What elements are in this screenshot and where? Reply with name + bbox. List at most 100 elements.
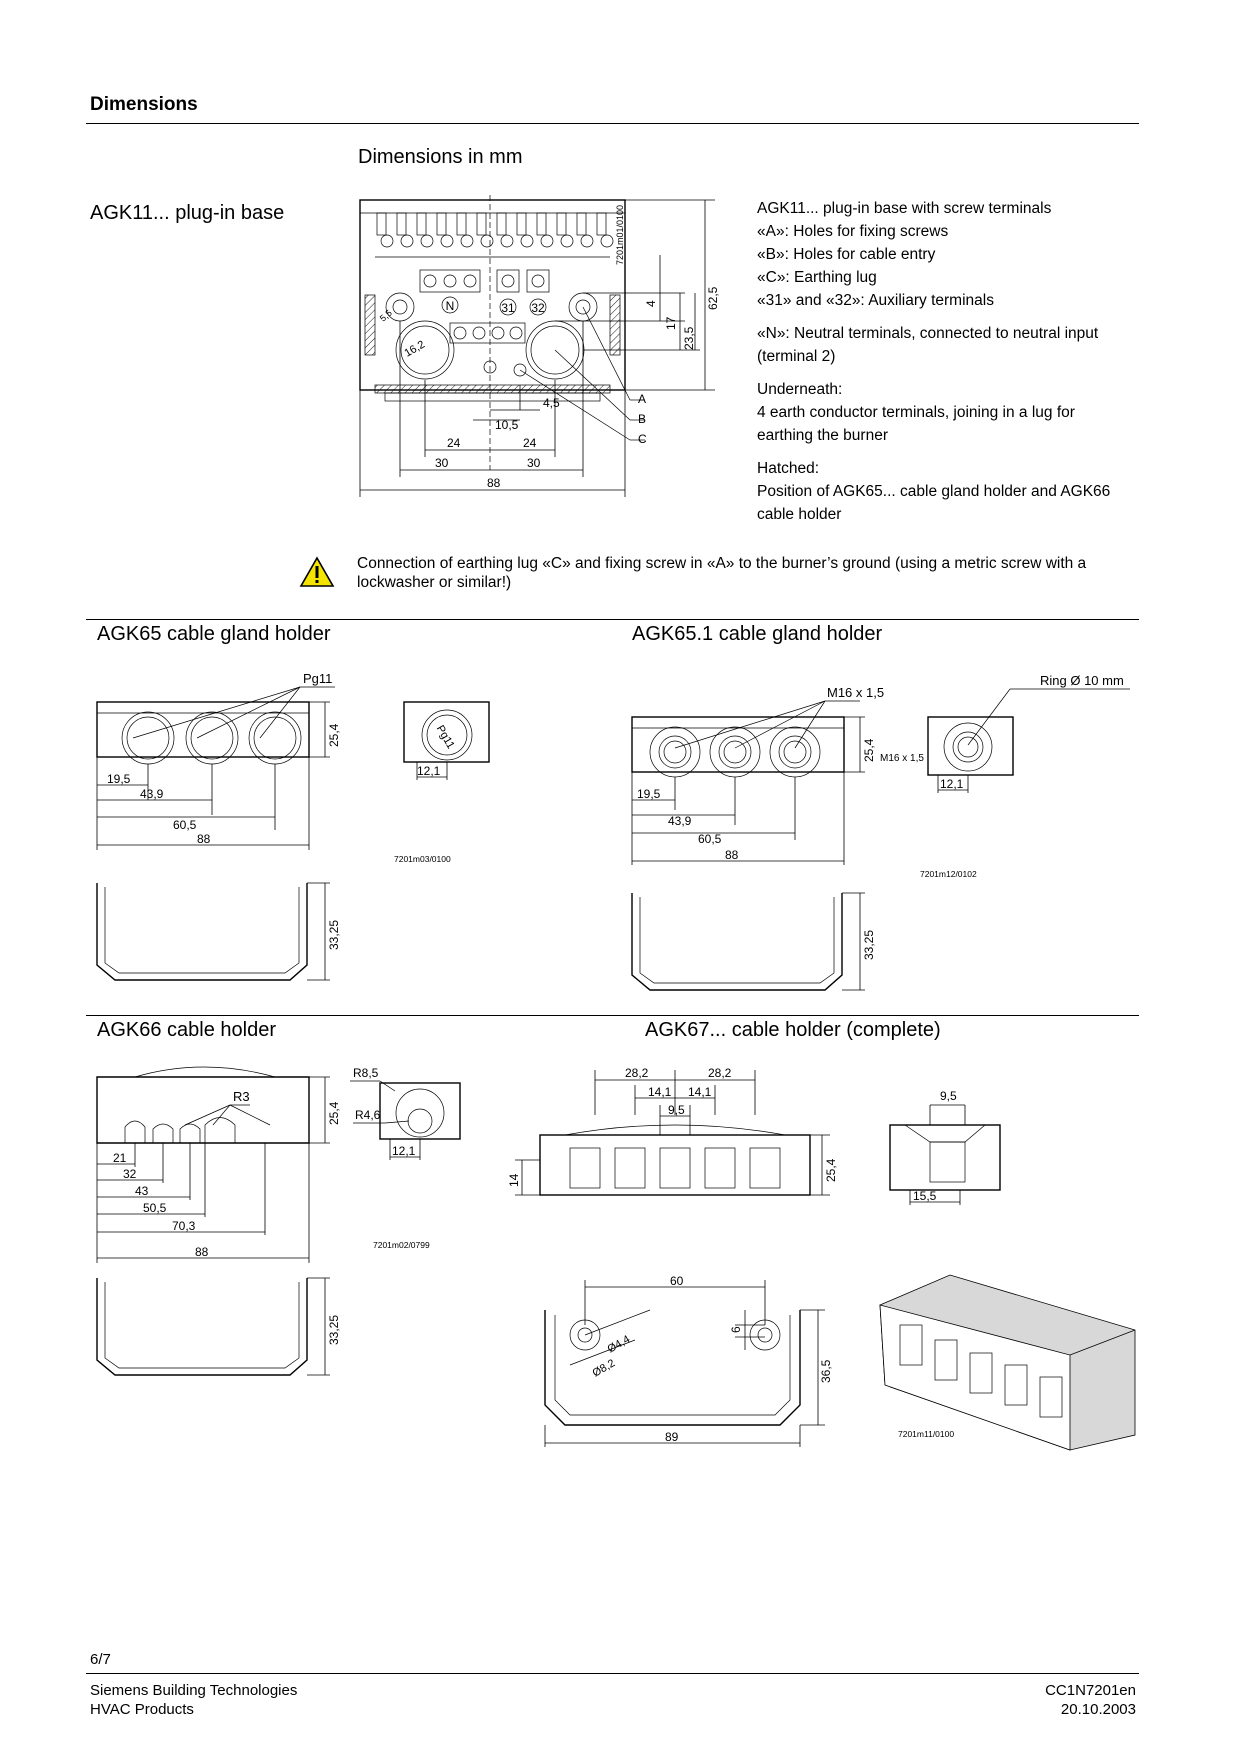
- agk67-dim-6: 6: [729, 1326, 743, 1333]
- dim-16-2: 16,2: [403, 338, 428, 359]
- desc-line-4: «C»: Earthing lug: [757, 269, 877, 286]
- agk65-dim-3: 60,5: [173, 818, 197, 832]
- ring-label: Ring Ø 10 mm: [1040, 673, 1124, 688]
- agk11-drawing-code: 7201m01/0100: [615, 205, 625, 265]
- agk66-dim-32: 32: [123, 1167, 137, 1181]
- agk65-side-drawing: Pg11 12,1 7201m03/0100: [394, 701, 490, 864]
- agk66-r8-5: R8,5: [353, 1066, 379, 1080]
- hatched-line-2: Position of AGK65... cable gland holder …: [757, 483, 1111, 500]
- agk66-dim-21: 21: [113, 1151, 127, 1165]
- agk651-side-w: 12,1: [940, 777, 964, 791]
- agk67-drawing-code: 7201m11/0100: [898, 1429, 954, 1439]
- agk651-dim-h2: 33,25: [862, 930, 876, 960]
- agk67-side-9-5: 9,5: [940, 1089, 957, 1103]
- agk66-dim-h: 25,4: [327, 1101, 341, 1125]
- agk66-r4-6: R4,6: [355, 1108, 381, 1122]
- agk651-dim-4: 88: [725, 848, 739, 862]
- agk66-front-drawing: R3 25,4 21 32 43 50,5 70,3 88: [96, 1066, 341, 1263]
- agk11-title: AGK11... plug-in base: [90, 202, 285, 224]
- agk65-bottom-drawing: 33,25: [96, 882, 341, 981]
- label-a: A: [638, 392, 646, 406]
- agk651-dim-3: 60,5: [698, 832, 722, 846]
- agk67-dim-14: 14: [507, 1173, 521, 1187]
- agk11-description: AGK11... plug-in base with screw termina…: [757, 197, 1157, 536]
- agk67-front-drawing: 28,2 28,2 14,1 14,1 9,5 25,4 14: [507, 1066, 838, 1196]
- dim-30b: 30: [527, 456, 541, 470]
- agk65-dim-1: 19,5: [107, 772, 131, 786]
- dim-62-5: 62,5: [706, 286, 720, 310]
- warning-line-1: Connection of earthing lug «C» and fixin…: [357, 555, 1087, 572]
- underneath-line-3: earthing the burner: [757, 427, 888, 444]
- agk67-dim-36-5: 36,5: [819, 1359, 833, 1383]
- rule-agk66: [86, 1015, 1139, 1016]
- agk67-dim-9-5: 9,5: [668, 1103, 685, 1117]
- header-rule: [86, 123, 1139, 124]
- agk65-front-drawing: Pg11 25,4 19,5 43,9 60,5 88: [96, 671, 341, 850]
- rule-agk65: [86, 619, 1139, 620]
- agk66-side-drawing: R8,5 R4,6 12,1 7201m02/0799: [350, 1066, 461, 1250]
- agk67-side-15-5: 15,5: [913, 1189, 937, 1203]
- document-id: CC1N7201en: [1045, 1682, 1136, 1699]
- agk67-dim-89: 89: [665, 1430, 679, 1444]
- dim-17: 17: [664, 316, 678, 330]
- agk651-drawing-code: 7201m12/0102: [920, 869, 977, 879]
- footer-right: CC1N7201en 20.10.2003: [1045, 1681, 1136, 1719]
- agk67-dim-14-1a: 14,1: [648, 1085, 672, 1099]
- agk65-dim-2: 43,9: [140, 787, 164, 801]
- warning-line-2: lockwasher or similar!): [357, 574, 512, 591]
- agk65-thread-label: Pg11: [303, 671, 332, 686]
- agk65-side-thread: Pg11: [434, 723, 457, 751]
- page-number: 6/7: [90, 1651, 111, 1668]
- units-note: Dimensions in mm: [358, 146, 523, 168]
- agk67-dim-25-4: 25,4: [824, 1158, 838, 1182]
- agk66-bottom-drawing: 33,25: [96, 1277, 341, 1376]
- agk66-drawing-code: 7201m02/0799: [373, 1240, 430, 1250]
- agk65-dim-h2: 33,25: [327, 920, 341, 950]
- desc-line-1: AGK11... plug-in base with screw termina…: [757, 200, 1052, 217]
- agk67-phi-8-2: Ø8,2: [591, 1357, 618, 1379]
- warning-text: Connection of earthing lug «C» and fixin…: [357, 554, 1147, 592]
- agk66-side-w: 12,1: [392, 1144, 416, 1158]
- agk67-title: AGK67... cable holder (complete): [645, 1019, 941, 1041]
- terminal-32-label: 32: [531, 301, 545, 315]
- section-title: Dimensions: [90, 94, 198, 115]
- label-b: B: [638, 412, 646, 426]
- dim-88: 88: [487, 476, 501, 490]
- agk67-dim-28-2a: 28,2: [625, 1066, 649, 1080]
- dim-24b: 24: [523, 436, 537, 450]
- footer-rule: [86, 1673, 1139, 1674]
- agk66-dim-70-3: 70,3: [172, 1219, 196, 1233]
- agk66-dim-h2: 33,25: [327, 1315, 341, 1345]
- agk65-side-w: 12,1: [417, 764, 441, 778]
- agk67-dim-14-1b: 14,1: [688, 1085, 712, 1099]
- agk65-dim-4: 88: [197, 832, 211, 846]
- document-date: 20.10.2003: [1060, 1701, 1136, 1718]
- hatched-line-3: cable holder: [757, 506, 842, 523]
- company-name: Siemens Building Technologies: [90, 1682, 298, 1699]
- agk67-dim-60: 60: [670, 1274, 684, 1288]
- neutral-line-1: «N»: Neutral terminals, connected to neu…: [757, 325, 1099, 342]
- agk651-thread-label: M16 x 1,5: [827, 685, 884, 700]
- desc-line-3: «B»: Holes for cable entry: [757, 246, 936, 263]
- agk67-isometric-drawing: 7201m11/0100: [879, 1274, 1136, 1451]
- agk66-dim-50-5: 50,5: [143, 1201, 167, 1215]
- agk65-title: AGK65 cable gland holder: [97, 623, 331, 645]
- agk67-dim-28-2b: 28,2: [708, 1066, 732, 1080]
- agk651-front-drawing: M16 x 1,5 25,4 19,5 43,9 60,5 88: [631, 685, 884, 865]
- dim-4-5: 4,5: [543, 396, 560, 410]
- division-name: HVAC Products: [90, 1701, 194, 1718]
- footer-left: Siemens Building Technologies HVAC Produ…: [90, 1681, 297, 1719]
- agk66-radius-label: R3: [233, 1089, 250, 1104]
- underneath-line-1: Underneath:: [757, 381, 843, 398]
- terminal-31-label: 31: [501, 301, 515, 315]
- agk65-drawing-code: 7201m03/0100: [394, 854, 451, 864]
- agk65-dim-h: 25,4: [327, 723, 341, 747]
- warning-triangle-icon: [299, 556, 335, 587]
- agk67-phi-4-4: Ø4,4: [606, 1333, 633, 1355]
- agk11-drawing: N 31 32 16,2 5,5 62,5 4 17 23,5 7201m01/…: [359, 195, 720, 497]
- label-c: C: [638, 432, 647, 446]
- terminal-fins: [376, 212, 607, 236]
- agk651-bottom-drawing: 33,25: [631, 892, 876, 991]
- neutral-label: N: [446, 299, 455, 313]
- desc-line-5: «31» and «32»: Auxiliary terminals: [757, 292, 994, 309]
